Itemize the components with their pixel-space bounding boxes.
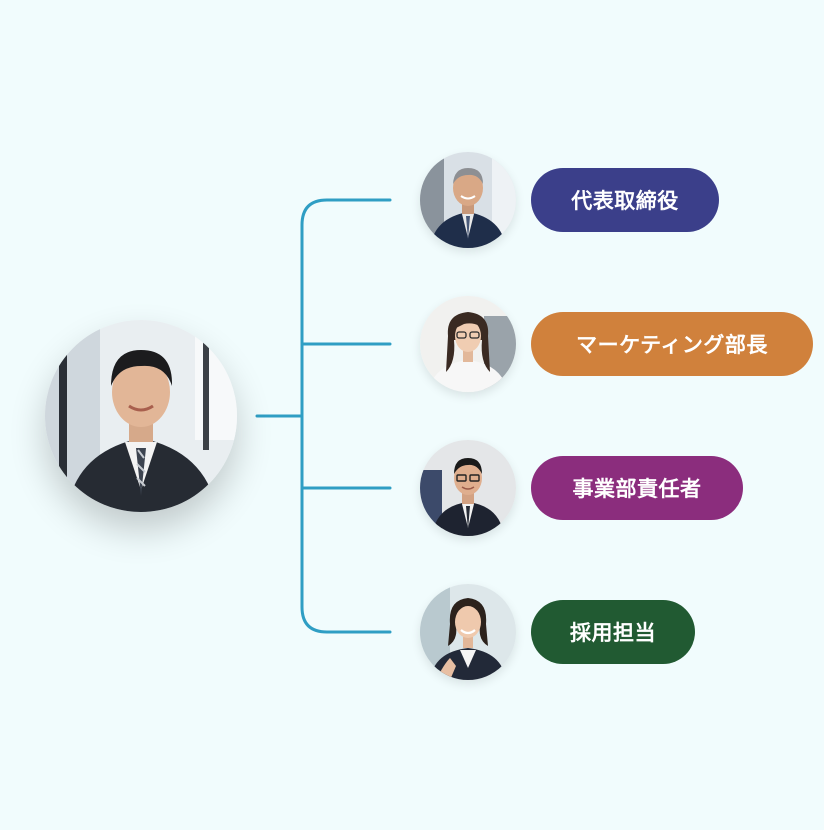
businessman-portrait-icon bbox=[45, 320, 237, 512]
connector-trunk bbox=[300, 198, 392, 634]
role-label-marketing-manager: マーケティング部長 bbox=[531, 312, 813, 376]
executive-portrait-icon bbox=[420, 152, 516, 248]
recruiter-portrait-icon bbox=[420, 584, 516, 680]
business-division-head-portrait-icon bbox=[420, 440, 516, 536]
role-label-representative-director: 代表取締役 bbox=[531, 168, 719, 232]
marketing-manager-portrait-icon bbox=[420, 296, 516, 392]
role-label-recruiter: 採用担当 bbox=[531, 600, 695, 664]
role-label-business-division-head: 事業部責任者 bbox=[531, 456, 743, 520]
